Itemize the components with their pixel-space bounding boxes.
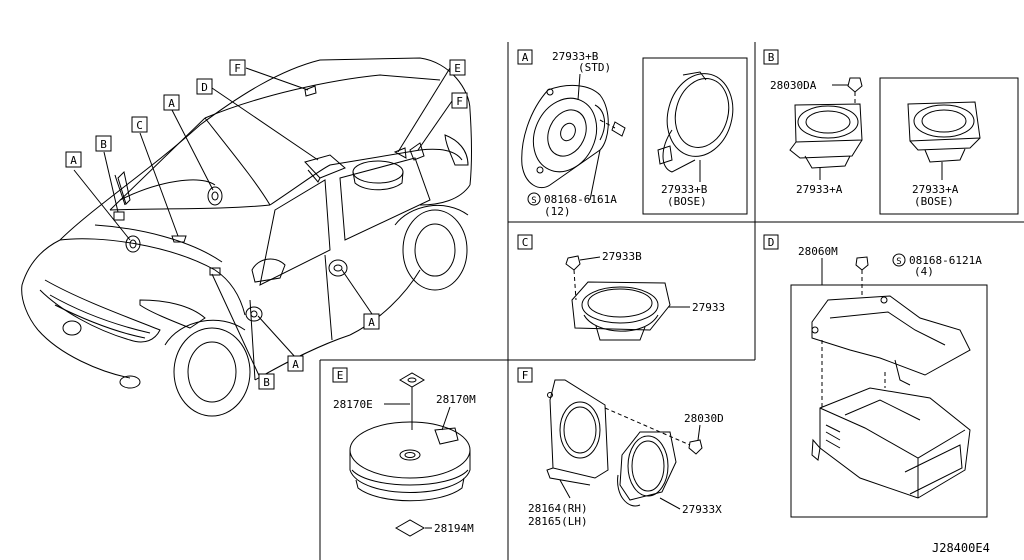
panel-d-s-symbol bbox=[892, 253, 906, 267]
panel-e-label-box bbox=[332, 367, 348, 383]
panel-e-label: E bbox=[337, 369, 344, 382]
panel-dividers bbox=[319, 42, 1024, 560]
car-callout-c: C bbox=[131, 116, 148, 133]
panel-e-cap bbox=[399, 372, 425, 388]
car-callout-a2: A bbox=[163, 94, 180, 111]
panel-a-screw-part: 08168-6161A bbox=[544, 193, 617, 206]
panel-f-bracket-rh: 28164(RH) bbox=[528, 502, 588, 515]
panel-a-std-speaker bbox=[521, 84, 609, 189]
panel-f-bracket bbox=[546, 379, 609, 486]
panel-f-label: F bbox=[522, 369, 529, 382]
panel-f: F 28030D 28164(RH) 28165(LH) 27933X bbox=[517, 367, 724, 528]
panel-f-label-box bbox=[517, 367, 533, 383]
svg-text:D: D bbox=[201, 81, 208, 94]
panel-a-bose-note: (BOSE) bbox=[667, 195, 707, 208]
panel-b-label: B bbox=[768, 51, 775, 64]
panel-f-speaker bbox=[617, 431, 677, 507]
car-callout-b2: B bbox=[258, 373, 275, 390]
panel-b-bose-part: 27933+A bbox=[912, 183, 959, 196]
svg-text:A: A bbox=[292, 358, 299, 371]
svg-text:E: E bbox=[454, 62, 461, 75]
panel-d-screw-qty: (4) bbox=[914, 265, 934, 278]
car-callout-f1: F bbox=[229, 59, 246, 76]
car-callout-a3: A bbox=[363, 313, 380, 330]
panel-f-screw bbox=[688, 439, 703, 455]
svg-text:A: A bbox=[70, 154, 77, 167]
svg-text:A: A bbox=[168, 97, 175, 110]
panel-c-label: C bbox=[522, 236, 529, 249]
car-callout-d: D bbox=[196, 78, 213, 95]
panel-f-screw-part: 28030D bbox=[684, 412, 724, 425]
panel-b-screw bbox=[847, 77, 863, 93]
panel-e-subwoofer bbox=[349, 421, 471, 502]
panel-d-bracket bbox=[811, 295, 971, 386]
panel-d-amp-box bbox=[790, 284, 988, 518]
panel-b-std-speaker bbox=[789, 103, 863, 169]
svg-text:B: B bbox=[263, 376, 270, 389]
panel-c-label-box bbox=[517, 234, 533, 250]
panel-c-speaker bbox=[571, 281, 671, 341]
panel-a-s-symbol bbox=[527, 192, 541, 206]
panel-a-bose-part: 27933+B bbox=[661, 183, 708, 196]
panel-c-screw bbox=[565, 255, 581, 271]
panel-d: D 28060M S 08168-6121A (4) bbox=[763, 234, 988, 518]
vehicle-callouts: A B C A D F E F A A B bbox=[65, 59, 468, 390]
panel-a-bose-speaker bbox=[657, 71, 734, 173]
panel-a-std-note: (STD) bbox=[578, 61, 611, 74]
panel-c-speaker-part: 27933 bbox=[692, 301, 725, 314]
svg-text:A: A bbox=[368, 316, 375, 329]
car-callout-a4: A bbox=[287, 355, 304, 372]
panel-a-std-part: 27933+B bbox=[552, 50, 599, 63]
panel-b: B 28030DA 27933+A 27933+A (BOSE) bbox=[763, 49, 1019, 215]
panel-c-screw-part: 27933B bbox=[602, 250, 642, 263]
panel-b-bose-note: (BOSE) bbox=[914, 195, 954, 208]
svg-text:F: F bbox=[456, 95, 463, 108]
panel-e-part3: 28194M bbox=[434, 522, 474, 535]
car-callout-a1: A bbox=[65, 151, 82, 168]
car-callout-b1: B bbox=[95, 135, 112, 152]
svg-text:F: F bbox=[234, 62, 241, 75]
panel-b-bose-speaker bbox=[907, 101, 981, 163]
panel-b-std-part: 27933+A bbox=[796, 183, 843, 196]
panel-a-label-box bbox=[517, 49, 533, 65]
panel-a-screw-qty: (12) bbox=[544, 205, 571, 218]
panel-d-label-box bbox=[763, 234, 779, 250]
panel-f-speaker-part: 27933X bbox=[682, 503, 722, 516]
panel-d-amplifier bbox=[811, 387, 971, 499]
panel-b-screw-part: 28030DA bbox=[770, 79, 817, 92]
panel-d-screw-part: 08168-6121A bbox=[909, 254, 982, 267]
panel-b-label-box bbox=[763, 49, 779, 65]
vehicle-leader-lines bbox=[73, 67, 453, 383]
car-callout-f2: F bbox=[451, 92, 468, 109]
panel-d-screw bbox=[855, 256, 869, 271]
panel-f-bracket-lh: 28165(LH) bbox=[528, 515, 588, 528]
svg-text:C: C bbox=[136, 119, 143, 132]
panel-a-screw bbox=[611, 121, 626, 137]
svg-text:S: S bbox=[896, 257, 901, 267]
panel-e-part2: 28170M bbox=[436, 393, 476, 406]
svg-text:S: S bbox=[531, 196, 536, 206]
panel-d-amp-part: 28060M bbox=[798, 245, 838, 258]
panel-a-label: A bbox=[522, 51, 529, 64]
svg-text:B: B bbox=[100, 138, 107, 151]
panel-a: A 27933+B (STD) S 08168-6161A (12) bbox=[517, 49, 748, 218]
panel-e: E 28170E 28170M 28194M bbox=[332, 367, 476, 537]
car-callout-e: E bbox=[449, 59, 466, 76]
panel-b-bose-box bbox=[879, 77, 1019, 215]
panel-c: C 27933B 27933 bbox=[517, 234, 725, 341]
panel-d-label: D bbox=[768, 236, 775, 249]
panel-e-part1: 28170E bbox=[333, 398, 373, 411]
diagram-code: J28400E4 bbox=[932, 541, 990, 555]
panel-e-pad bbox=[394, 519, 426, 537]
panel-a-bose-box bbox=[642, 57, 748, 215]
